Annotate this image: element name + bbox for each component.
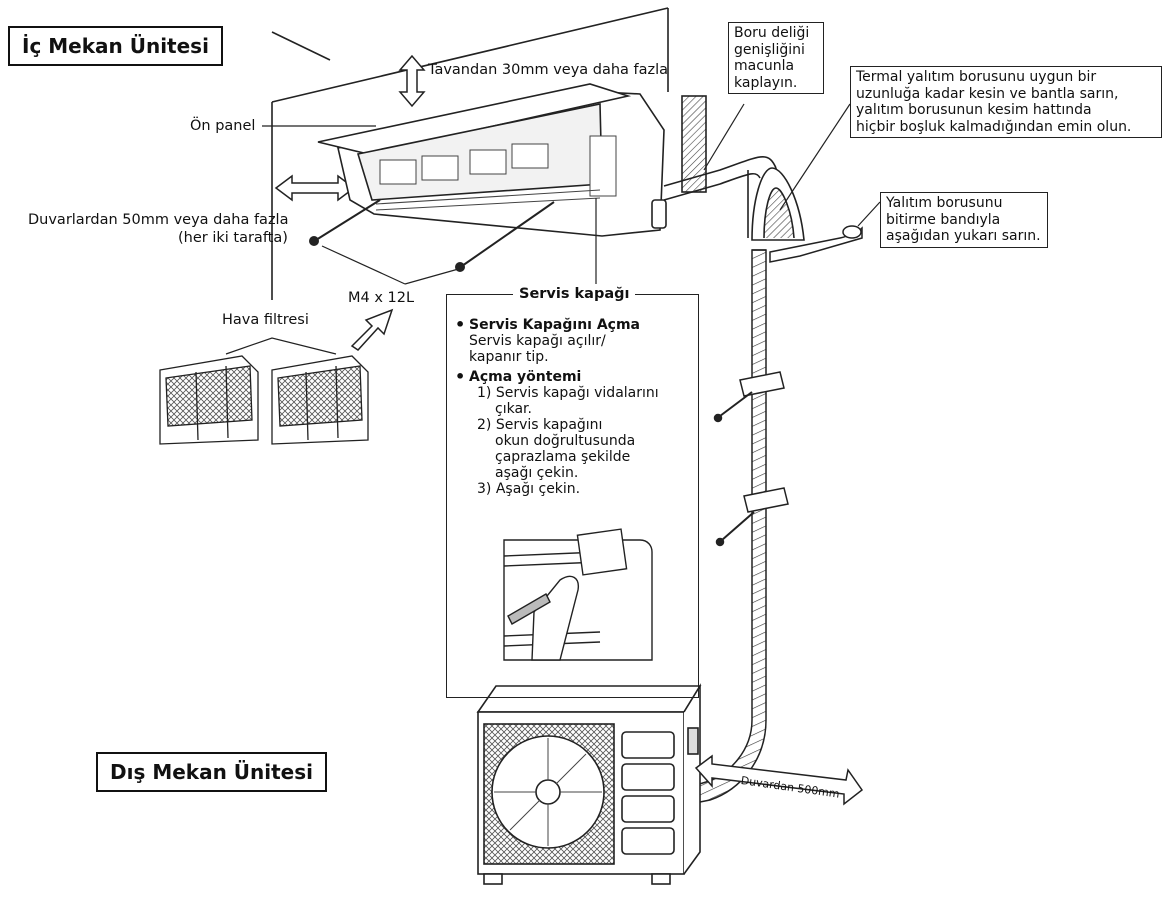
method-step: 2) Servis kapağını	[477, 417, 603, 433]
thermal-insulation-note: Termal yalıtım borusunu uygun bir uzunlu…	[850, 66, 1162, 138]
wall	[271, 7, 707, 300]
method-step: aşağı çekin.	[495, 465, 579, 481]
method-step: 1) Servis kapağı vidalarını	[477, 385, 659, 401]
mounting-screws	[309, 199, 555, 272]
ceiling-clearance-arrow	[398, 54, 426, 108]
service-open-heading: Servis Kapağını Açma	[469, 317, 641, 333]
note-line: aşağıdan yukarı sarın.	[886, 228, 1041, 244]
method-step: çıkar.	[495, 401, 532, 417]
indoor-unit	[317, 83, 667, 237]
refrigerant-piping	[663, 156, 777, 238]
air-filter-label: Hava filtresi	[222, 312, 309, 328]
note-line: bitirme bandıyla	[886, 211, 1001, 228]
service-cover-title: Servis kapağı	[513, 284, 636, 304]
filter-arrow	[350, 308, 394, 351]
note-line: uzunluğa kadar kesin ve bantla sarın,	[856, 85, 1119, 102]
outdoor-unit-title: Dış Mekan Ünitesi	[96, 752, 328, 792]
note-line: hiçbir boşluk kalmadığından emin olun.	[856, 118, 1132, 135]
screw-callout-lines	[321, 245, 463, 285]
filter-callout-lines	[225, 337, 337, 355]
method-step: çaprazlama şekilde	[495, 449, 631, 465]
drain-hose	[769, 225, 863, 263]
service-open-text: kapanır tip.	[469, 349, 549, 365]
note-line: Termal yalıtım borusunu uygun bir	[856, 69, 1097, 85]
service-open-text: Servis kapağı açılır/	[469, 333, 606, 349]
wall-sleeve	[751, 167, 805, 241]
bullet-icon: •	[455, 367, 466, 386]
front-panel-label: Ön panel	[190, 118, 256, 134]
indoor-unit-title: İç Mekan Ünitesi	[8, 26, 223, 66]
air-filters	[159, 355, 369, 445]
pipe-clamps	[713, 371, 789, 547]
note-line: Yalıtım borusunu	[886, 195, 1003, 211]
bullet-icon: •	[455, 315, 466, 334]
method-step: okun doğrultusunda	[495, 433, 636, 449]
service-cover-illustration	[503, 528, 653, 661]
note-line: kaplayın.	[734, 74, 798, 91]
pipe-hole-note: Boru deliği genişliğini macunla kaplayın…	[728, 22, 824, 94]
insulation-wrap-note: Yalıtım borusunu bitirme bandıyla aşağıd…	[880, 192, 1048, 248]
wall-clearance-sublabel: (her iki tarafta)	[178, 230, 288, 246]
service-cover-panel: Servis kapağı • Servis Kapağını Açma Ser…	[446, 284, 699, 698]
outdoor-unit	[476, 683, 702, 885]
method-heading: Açma yöntemi	[469, 369, 582, 385]
note-line: Boru deliği	[734, 25, 810, 41]
ceiling-clearance-label: Tavandan 30mm veya daha fazla	[428, 62, 669, 78]
note-line: macunla	[734, 58, 795, 74]
note-line: yalıtım borusunun kesim hattında	[856, 102, 1092, 118]
note-line: genişliğini	[734, 41, 805, 58]
method-step: 3) Aşağı çekin.	[477, 481, 581, 497]
screw-size-label: M4 x 12L	[348, 290, 415, 306]
wall-distance-arrow	[694, 754, 864, 806]
side-clearance-arrow	[274, 174, 356, 202]
wall-clearance-label: Duvarlardan 50mm veya daha fazla	[28, 212, 289, 228]
leader-lines	[262, 103, 881, 292]
